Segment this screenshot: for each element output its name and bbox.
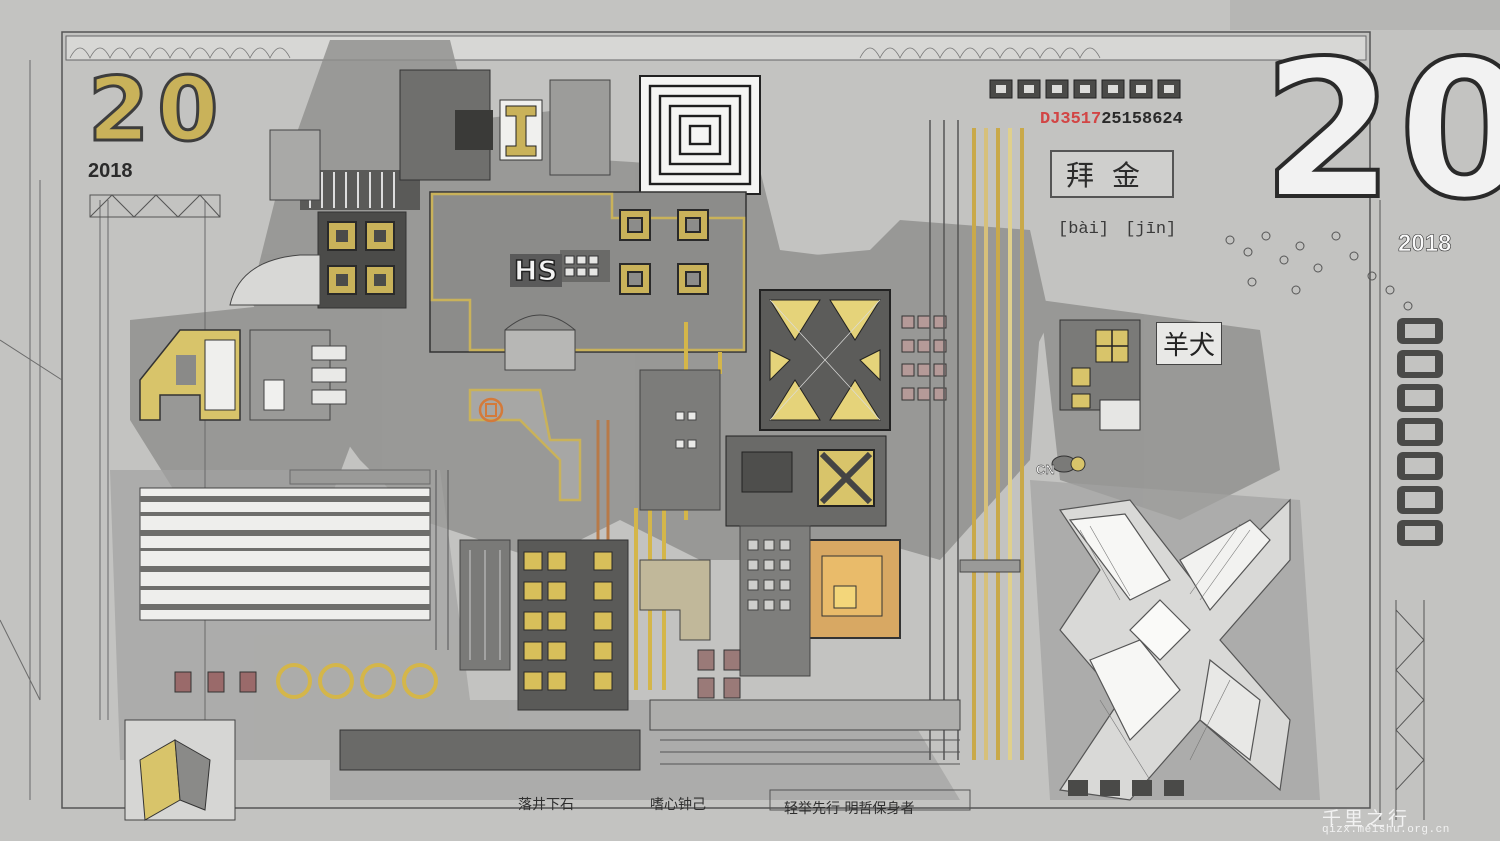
denomination-small: 20	[86, 57, 227, 163]
serial-number: DJ351725158624	[1040, 110, 1183, 129]
watermark-url: qizx.meishu.org.cn	[1322, 824, 1450, 836]
year-left: 2018	[88, 160, 133, 182]
watermark-site-name: 千里之行	[1322, 809, 1411, 830]
motto-3: 轻举先行 明哲保身者	[784, 801, 915, 817]
serial-digits: 25158624	[1101, 110, 1183, 129]
motto-2: 嗜心钟己	[650, 797, 706, 813]
motto-1: 落井下石	[518, 797, 574, 813]
hs-plaque: HS	[510, 253, 562, 288]
denomination-large: 20	[1260, 18, 1500, 243]
side-glyph: 羊犬	[1156, 322, 1223, 365]
slogan-pinyin: [bài] [jīn]	[1058, 220, 1177, 239]
year-right: 2018	[1398, 230, 1452, 258]
serial-prefix: DJ3517	[1040, 110, 1102, 129]
country-mark: CN	[1036, 462, 1055, 477]
slogan-plaque: 拜金	[1050, 150, 1175, 198]
